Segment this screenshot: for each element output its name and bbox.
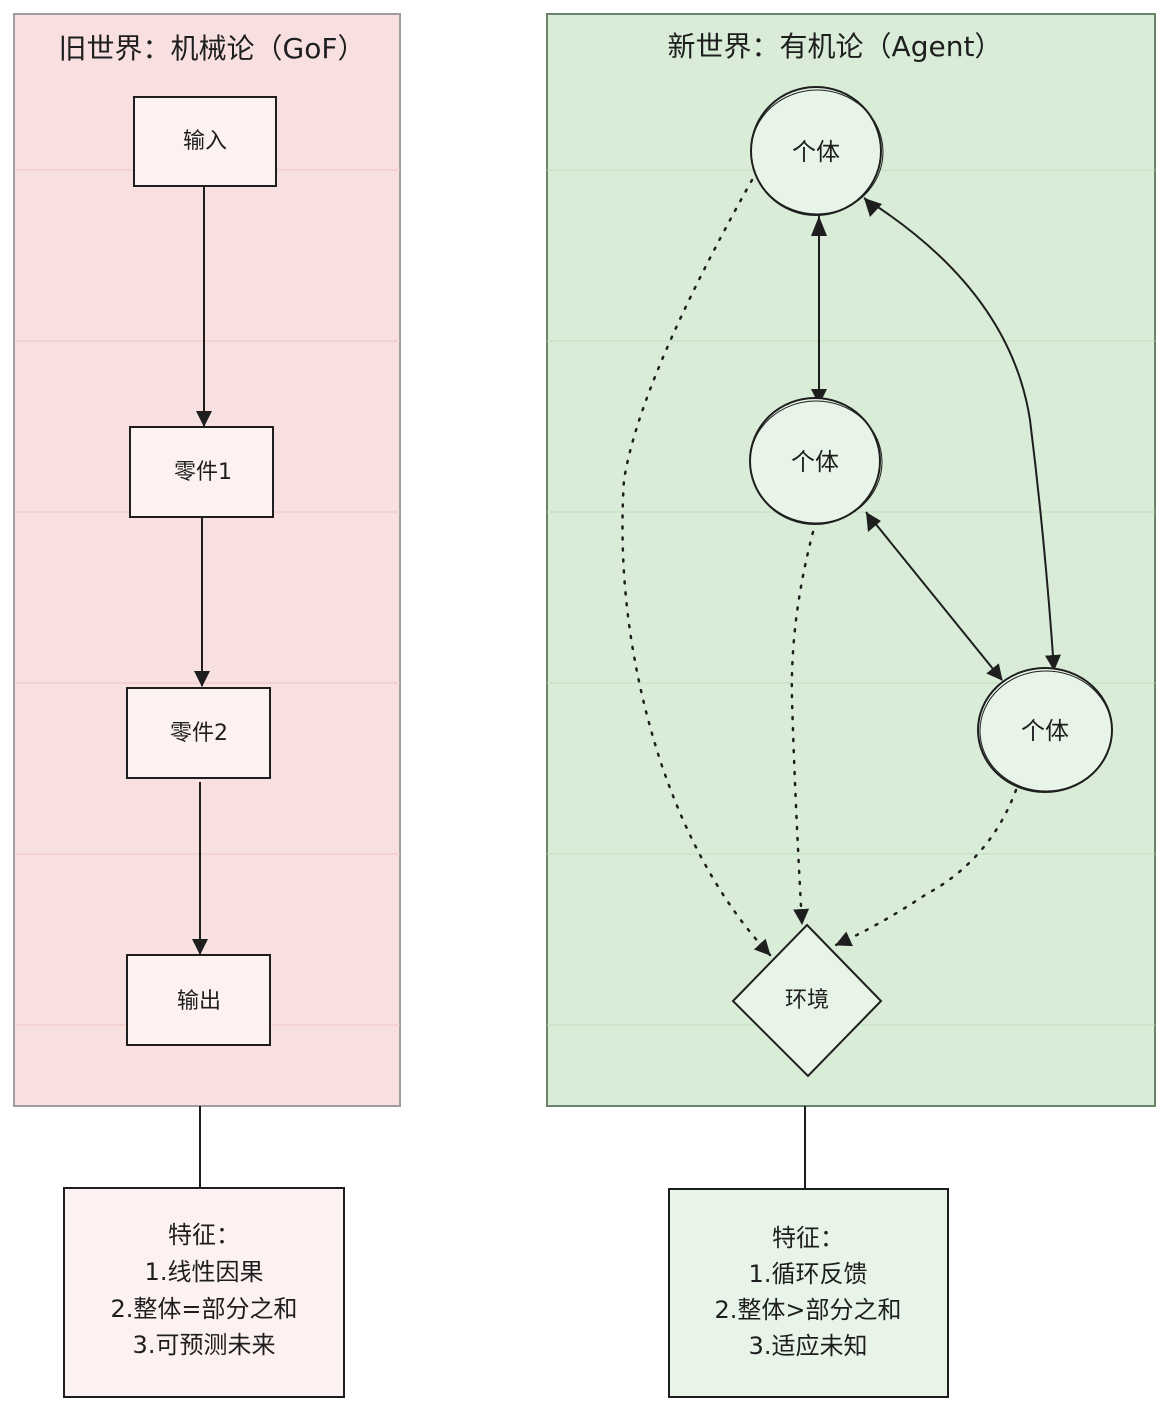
old-world-background (13, 13, 401, 1107)
node-input-label: 输入 (183, 129, 227, 154)
edge-agent-top-environment (621, 178, 772, 957)
node-agent-mid-label: 个体 (791, 448, 839, 476)
node-output[interactable]: 输出 (126, 954, 271, 1046)
node-part2[interactable]: 零件2 (126, 687, 271, 779)
new-world-feature-item: 1.循环反馈 (749, 1260, 868, 1288)
old-world-feature-item: 3.可预测未来 (133, 1331, 276, 1359)
old-world-feature-item: 2.整体=部分之和 (110, 1295, 297, 1323)
old-world-features-heading: 特征： (168, 1221, 240, 1249)
new-world-panel: 新世界：有机论（Agent） 个体 个体 个体 (546, 13, 1156, 1107)
new-world-feature-item: 3.适应未知 (749, 1332, 868, 1360)
arrowhead-agent-mid-from-right (866, 512, 881, 532)
node-agent-right-label: 个体 (1021, 717, 1069, 745)
old-world-panel: 旧世界：机械论（GoF） 输入 零件1 零件2 输出 (13, 13, 401, 1107)
old-world-features-box[interactable]: 特征： 1.线性因果 2.整体=部分之和 3.可预测未来 (63, 1187, 345, 1398)
node-output-label: 输出 (177, 989, 221, 1014)
node-agent-top-label: 个体 (792, 138, 840, 166)
new-world-feature-item: 2.整体>部分之和 (714, 1296, 901, 1324)
edge-agent-mid-environment (790, 530, 815, 926)
node-part1-label: 零件1 (174, 460, 232, 485)
node-environment-label: 环境 (785, 988, 829, 1013)
arrowhead-agent-top-from-right (864, 198, 882, 217)
node-agent-top[interactable]: 个体 (750, 86, 884, 216)
edge-agent-right-environment (834, 788, 1018, 947)
edge-agent-mid-agent-right (865, 511, 1003, 681)
node-agent-mid[interactable]: 个体 (749, 397, 883, 525)
node-input[interactable]: 输入 (133, 96, 277, 187)
edge-agent-top-agent-right (863, 197, 1061, 671)
node-agent-right[interactable]: 个体 (977, 667, 1113, 793)
node-part1[interactable]: 零件1 (129, 426, 274, 518)
old-world-feature-item: 1.线性因果 (145, 1258, 264, 1286)
node-environment[interactable]: 环境 (731, 923, 883, 1078)
arrowhead-agent-top-from-mid (811, 216, 827, 236)
node-part2-label: 零件2 (170, 721, 228, 746)
new-world-features-heading: 特征： (772, 1224, 844, 1252)
new-world-features-box[interactable]: 特征： 1.循环反馈 2.整体>部分之和 3.适应未知 (668, 1188, 949, 1398)
old-world-title: 旧世界：机械论（GoF） (59, 32, 366, 65)
new-world-title: 新世界：有机论（Agent） (668, 30, 1003, 63)
